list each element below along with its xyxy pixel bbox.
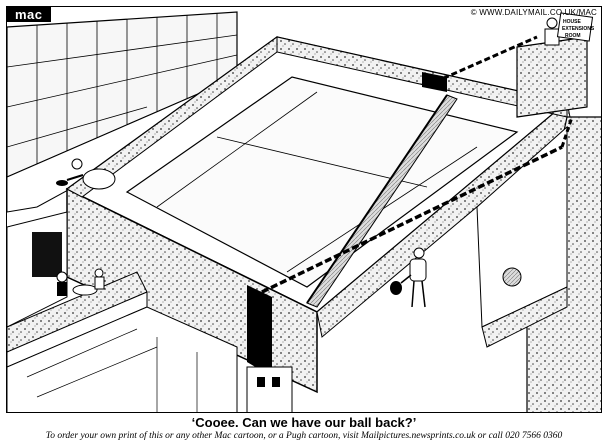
- calling-man: [56, 158, 116, 190]
- brand-logo: mac: [7, 7, 51, 22]
- cartoon-illustration: HOUSE EXTENSIONS ROOM: [7, 11, 601, 412]
- chain-side: [560, 116, 574, 148]
- street-buildings: [7, 306, 293, 412]
- sign-line-3: ROOM: [565, 33, 581, 39]
- tennis-player: [390, 247, 427, 308]
- chain-lower: [261, 145, 563, 294]
- cartoon-frame: HOUSE EXTENSIONS ROOM mac © WWW.DAILYMAI…: [6, 6, 602, 413]
- roof-court-building: [65, 36, 573, 394]
- builder-figure: HOUSE EXTENSIONS ROOM: [544, 12, 595, 46]
- print-order-footer: To order your own print of this or any o…: [45, 431, 563, 441]
- right-tower: [476, 36, 601, 412]
- cartoon-caption: ‘Cooee. Can we have our ball back?’: [191, 415, 417, 430]
- sign-line-1: HOUSE: [563, 19, 581, 25]
- copyright-site: © WWW.DAILYMAIL.CO.UK/MAC: [470, 8, 597, 17]
- chain-upper: [434, 35, 538, 84]
- sign-line-2: EXTENSIONS: [562, 26, 595, 32]
- balcony-cafe: [7, 211, 148, 368]
